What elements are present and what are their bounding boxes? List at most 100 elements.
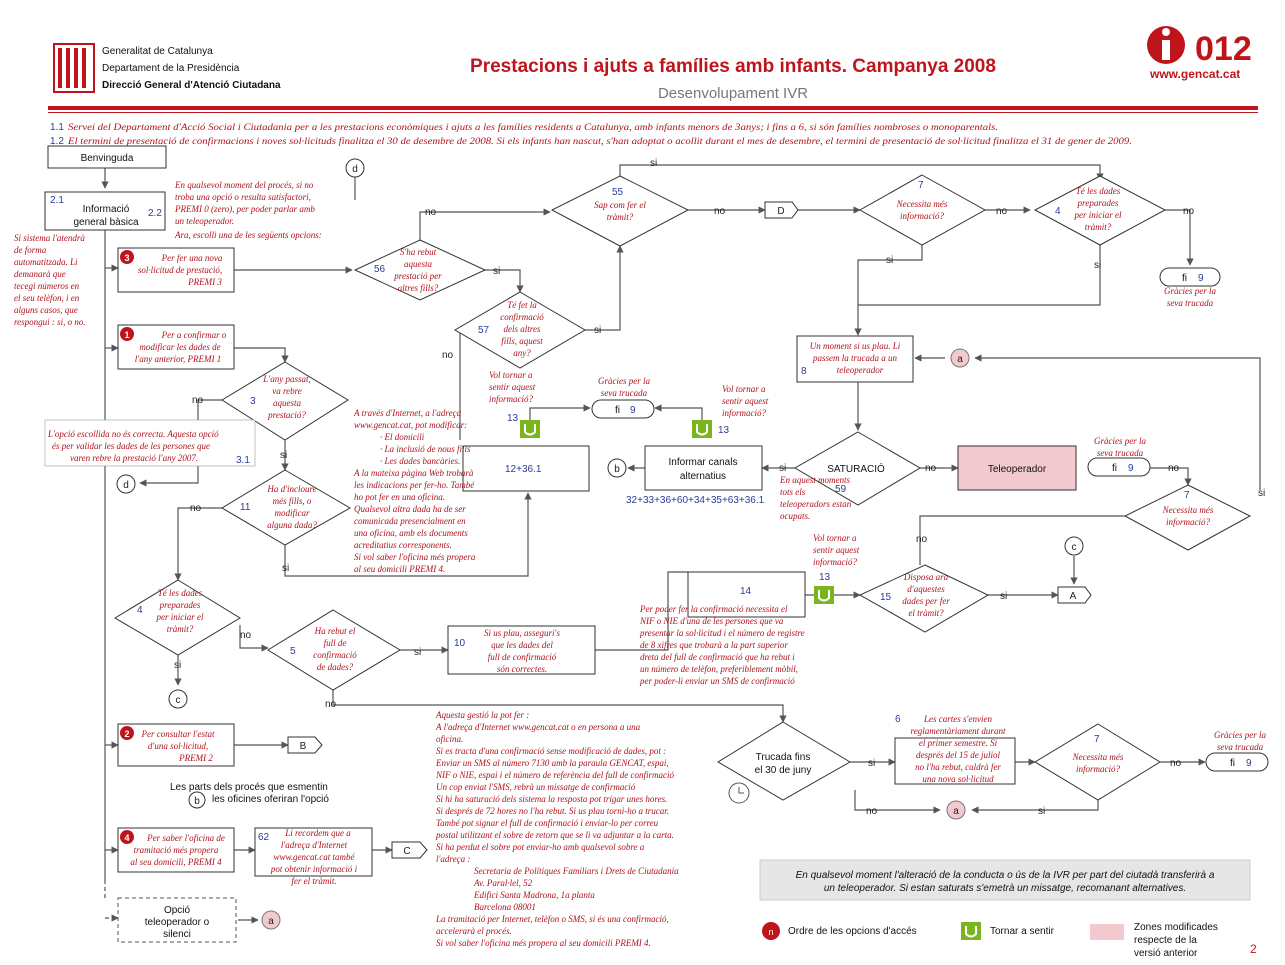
diagram-text: teleoperador <box>837 365 884 375</box>
diagram-text: fi <box>1182 273 1187 284</box>
box-10: 10 Si us plau, asseguri's que les dades … <box>447 625 596 675</box>
diagram-text: comunicada presencialment en <box>354 516 466 526</box>
diagram-text: Trucada fins <box>756 752 811 763</box>
decision-4-lower: 4 Té les dades preparades per iniciar el… <box>114 579 241 656</box>
diagram-shape <box>1162 28 1170 36</box>
repeat-question-lower-1: Vol tornar a <box>813 533 857 543</box>
connector-b-left <box>188 791 206 809</box>
end-node-right: fi 9 Gràcies per la seva trucada <box>1087 436 1151 477</box>
diagram-text: Av. Paral·lel, 52 <box>473 878 533 888</box>
diagram-text: accelerarà el procés. <box>436 926 512 936</box>
diagram-shape <box>1034 723 1161 801</box>
diagram-text: per iniciar el <box>1074 210 1122 220</box>
diagram-text: alguns casos, que <box>14 305 78 315</box>
diagram-shape <box>965 926 977 938</box>
diagram-shape <box>619 164 1104 181</box>
diagram-text: Gràcies per la <box>1214 730 1266 740</box>
diagram-text: 3.1 <box>236 455 250 466</box>
diagram-text: dades per fer <box>902 596 950 606</box>
diagram-shape <box>696 424 708 436</box>
logo-number: 012 <box>1195 30 1252 68</box>
diagram-text: fi <box>1112 463 1117 474</box>
diagram-shape <box>818 590 830 602</box>
general-info-line-1: Informació <box>83 204 130 215</box>
diagram-text: un número de telèfon, preferiblement mòb… <box>640 664 798 674</box>
diagram-text: Ha d'incloure <box>266 484 316 494</box>
diagram-text: Enviar un SMS al número 7130 amb la para… <box>435 758 669 768</box>
box-12-number: 12+36.1 <box>505 464 542 475</box>
repeat-question-lower-3: informació? <box>813 557 857 567</box>
diagram-shape <box>858 245 1101 306</box>
legend-order: n Ordre de les opcions d'accés <box>762 922 917 940</box>
diagram-shape <box>894 737 1016 785</box>
decision-7-right: 7 Necessita més informació? <box>1123 484 1252 551</box>
edge-label-si: si <box>493 266 500 277</box>
diagram-shape <box>221 469 352 546</box>
diagram-text: automatitzada. Li <box>14 257 78 267</box>
header-rule <box>48 106 1258 110</box>
connector-a-bottom <box>946 800 966 820</box>
diagram-shape <box>919 515 1125 565</box>
diagram-text: 9 <box>1246 758 1252 769</box>
diagram-text: B <box>300 741 307 752</box>
diagram-text: PREMI 2 <box>178 753 213 763</box>
legend-repeat: Tornar a sentir <box>961 922 1055 940</box>
decision-5: 5 Ha rebut el full de confirmació de dad… <box>267 609 401 691</box>
repeat-icon <box>692 420 712 438</box>
diagram-text: tràmit? <box>607 212 634 222</box>
repeat-question-left-1: Vol tornar a <box>489 370 533 380</box>
diagram-text: Li recordem que a <box>284 828 351 838</box>
welcome-label: Benvinguda <box>81 153 134 164</box>
diagram-text: el seu telèfon, i en <box>14 293 80 303</box>
diagram-text: informació? <box>1166 517 1210 527</box>
diagram-text: 15 <box>880 592 892 603</box>
connector-A <box>1057 586 1092 604</box>
diagram-shape <box>284 492 532 577</box>
diagram-text: A la mateixa pàgina Web trobarà <box>353 468 474 478</box>
left-system-note: Si sistema l'atendrà de forma automatitz… <box>14 233 86 327</box>
diagram-shape <box>120 830 134 844</box>
diagram-text: Si ha perdut el sobre pot enviar-ho amb … <box>436 842 645 852</box>
diagram-text: l'adreça : <box>436 854 470 864</box>
diagram-text: · La inclusió de nous fills <box>380 444 471 454</box>
diagram-text: al seu domicili PREMI 4. <box>354 564 445 574</box>
diagram-shape <box>117 324 235 370</box>
diagram-text: Per a confirmar o <box>161 330 227 340</box>
diagram-text: En qualsevol moment l'alteració de la co… <box>796 870 1215 881</box>
connector-a-left <box>261 910 281 930</box>
box-14-text: Per poder fer la confirmació necessita e… <box>639 604 805 686</box>
diagram-text: preparades <box>1077 198 1119 208</box>
diagram-text: Ha rebut el <box>314 626 356 636</box>
diagram-text: varen rebre la prestació l'any 2007. <box>70 453 198 463</box>
edge-label-si: si <box>650 158 657 169</box>
connector-D <box>764 201 799 219</box>
diagram-text: Per consultar l'estat <box>141 729 215 739</box>
diagram-text: tramitació més propera <box>134 845 219 855</box>
edge-label-si: si <box>594 325 601 336</box>
diagram-text: un teleoperador. Si estan saturats s'eme… <box>824 883 1186 894</box>
diagram-text: tràmit? <box>167 624 194 634</box>
diagram-shape <box>1123 484 1252 551</box>
diagram-text: Per saber l'oficina de <box>146 833 225 843</box>
repeat-13-lower-number: 13 <box>819 572 831 583</box>
diagram-text: Necessita més <box>1162 505 1214 515</box>
diagram-shape <box>58 48 62 88</box>
edge-label-no: no <box>925 463 937 474</box>
diagram-shape <box>738 787 744 794</box>
option-4-box: 4 Per saber l'oficina de tramitació més … <box>117 827 235 873</box>
note-1-1-number: 1.1 <box>50 122 64 133</box>
end-node-center: fi 9 Gràcies per la seva trucada <box>591 376 655 419</box>
repeat-icon <box>520 420 540 438</box>
diagram-text: Si després de 72 hores no l'ha rebut. Si… <box>436 806 669 816</box>
general-info-line-2: general bàsica <box>73 217 138 228</box>
diagram-shape <box>221 361 349 441</box>
diagram-text: Si us plau, asseguri's <box>484 628 560 638</box>
diagram-shape <box>197 399 222 420</box>
diagram-text: Sap com fer el <box>594 200 646 210</box>
wrong-option-box: L'opció escollida no és correcta. Aquest… <box>44 419 256 467</box>
diagram-shape <box>234 347 289 363</box>
diagram-text: En qualsevol moment del procés, si no <box>174 180 314 190</box>
diagram-shape <box>858 564 990 633</box>
diagram-shape <box>74 48 78 88</box>
